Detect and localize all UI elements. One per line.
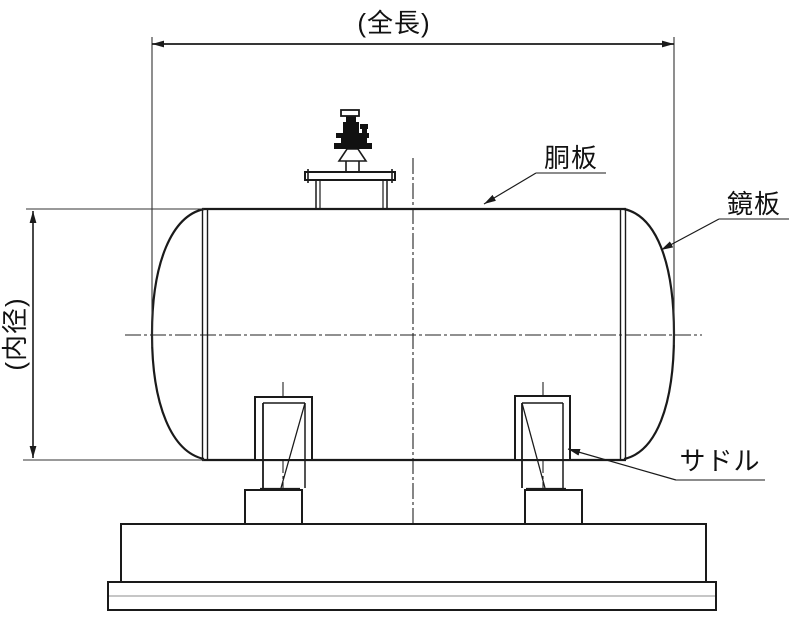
label-saddle: サドル [679,446,761,476]
leader-head-plate [660,218,789,251]
valve-lever-knob [360,124,368,129]
saddle-left [254,396,313,491]
centerlines [125,158,702,526]
manhole-nozzle [304,169,396,208]
valve-body [341,138,364,143]
leader-arrow-shell [483,172,537,205]
top-dimension [151,37,675,347]
leader-arrow-head [660,218,720,251]
valve-bonnet [343,122,359,133]
base-frame [107,523,717,611]
valve-lower-flange [334,143,372,149]
valve-funnel [337,148,368,162]
nozzle-flange [304,171,396,181]
base-middle-tier [120,523,707,583]
saddle-right [514,395,571,491]
tank-head-left [150,207,205,461]
valve-assembly [334,109,372,172]
label-shell-plate: 胴板 [543,143,599,173]
left-dimension [23,208,204,461]
pedestal-right [524,489,583,525]
saddle-right-stiffener [521,402,546,489]
dim-inner-diameter-label: (内径) [0,297,30,371]
pedestal-left [244,489,303,525]
leader-saddle [567,448,765,481]
saddle-left-plate [254,396,313,461]
label-head-plate: 鏡板 [726,189,782,219]
leader-arrow-saddle [567,448,677,481]
valve-upper-flange [336,133,369,138]
valve-lever [362,127,367,148]
valve-stem [346,116,356,122]
dim-overall-length-label: (全長) [357,8,431,38]
saddle-left-stiffener [280,402,306,489]
valve-cap [340,109,360,117]
saddle-right-plate [514,395,571,461]
leader-shell-plate [483,172,606,205]
